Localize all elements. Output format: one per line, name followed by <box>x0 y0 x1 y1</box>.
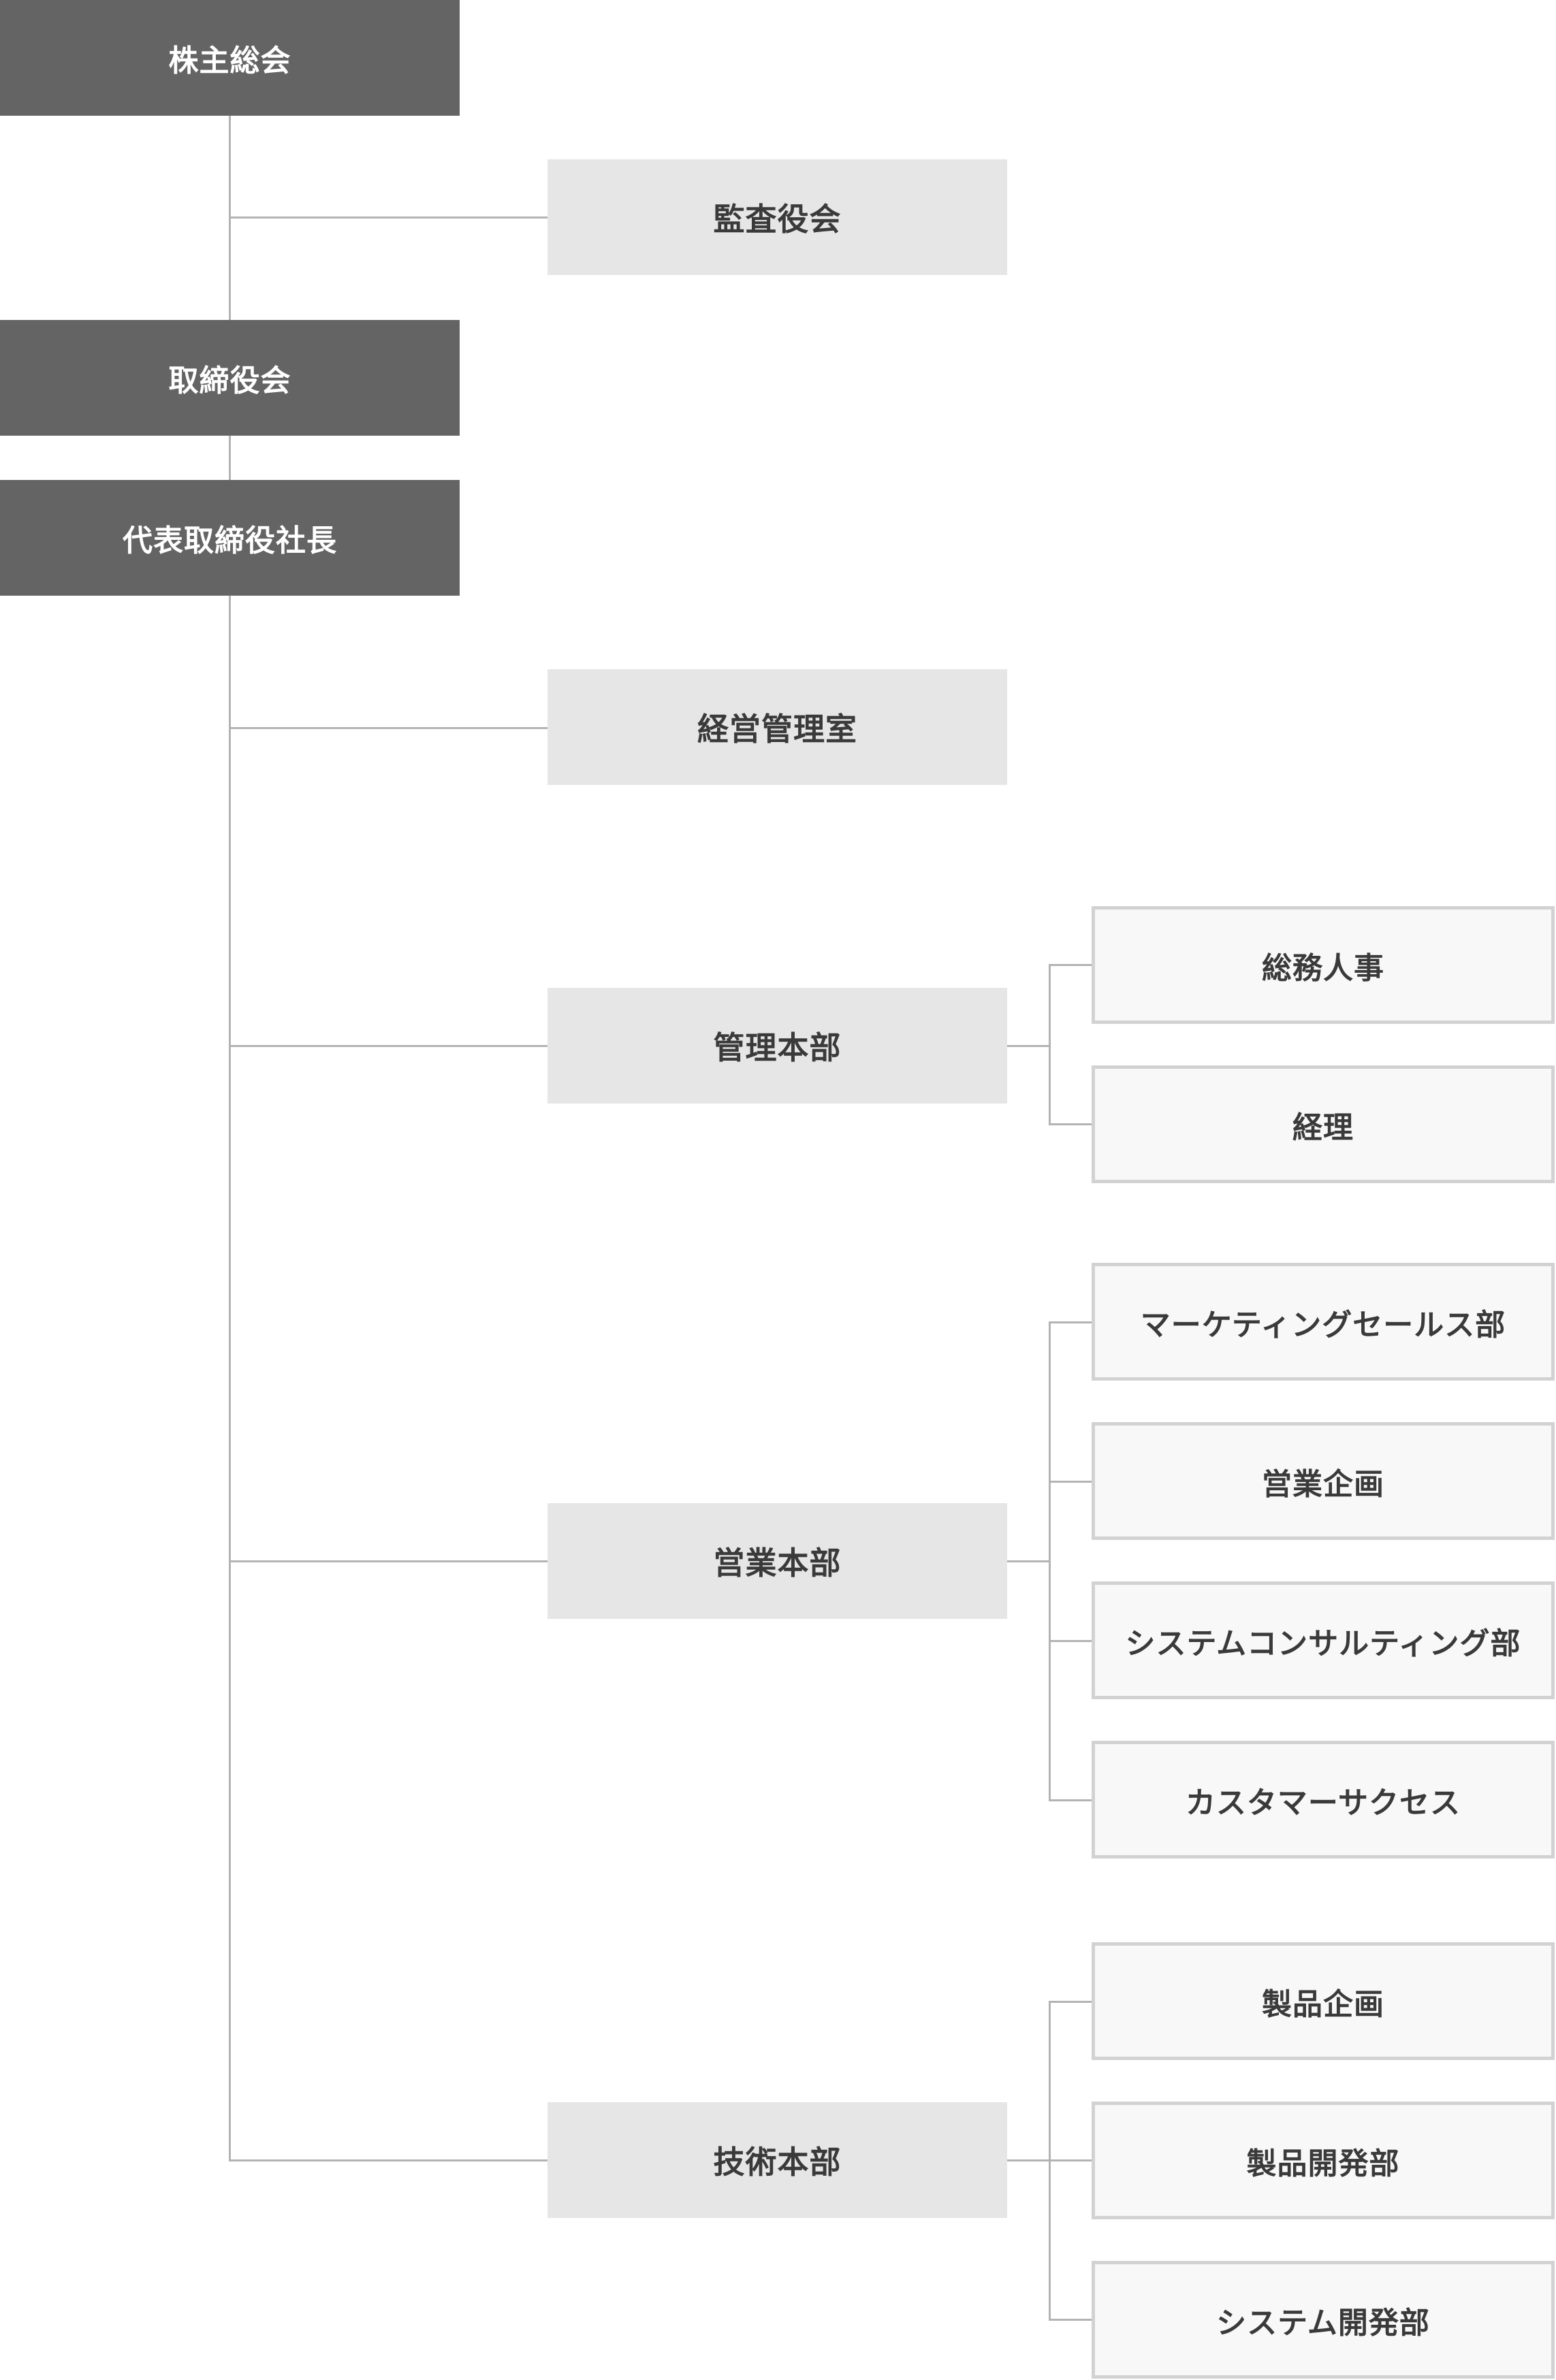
president-box: 代表取締役社長 <box>0 480 460 596</box>
connector-line <box>229 596 231 2161</box>
division-administration: 管理本部 <box>547 988 1007 1104</box>
connector-line <box>1049 1799 1092 1801</box>
division-technology: 技術本部 <box>547 2102 1007 2218</box>
department-marketing-sales: マーケティングセールス部 <box>1092 1263 1555 1381</box>
audit-board-box: 監査役会 <box>547 159 1007 275</box>
department-customer-success: カスタマーサクセス <box>1092 1741 1555 1859</box>
connector-line <box>229 727 547 729</box>
connector-line <box>1049 1321 1092 1323</box>
department-general-affairs-hr: 総務人事 <box>1092 906 1555 1024</box>
connector-line <box>1049 1481 1092 1483</box>
division-management-office: 経営管理室 <box>547 669 1007 785</box>
connector-line <box>1049 2319 1092 2321</box>
department-accounting: 経理 <box>1092 1065 1555 1183</box>
department-product-development: 製品開発部 <box>1092 2102 1555 2219</box>
connector-line <box>229 436 231 480</box>
connector-line <box>1049 2159 1092 2161</box>
connector-line <box>1049 1123 1092 1125</box>
connector-line <box>1049 964 1051 1125</box>
department-system-consulting: システムコンサルティング部 <box>1092 1581 1555 1699</box>
connector-line <box>1007 1560 1050 1562</box>
connector-line <box>229 1045 547 1047</box>
department-system-development: システム開発部 <box>1092 2261 1555 2379</box>
connector-line <box>229 2159 547 2161</box>
connector-line <box>1049 1321 1051 1801</box>
shareholders-meeting-box: 株主総会 <box>0 0 460 116</box>
board-of-directors-box: 取締役会 <box>0 320 460 436</box>
connector-line <box>1049 1640 1092 1642</box>
department-sales-planning: 営業企画 <box>1092 1422 1555 1540</box>
division-sales: 営業本部 <box>547 1503 1007 1619</box>
connector-line <box>1049 2001 1092 2003</box>
connector-line <box>229 1560 547 1562</box>
connector-line <box>1049 964 1092 966</box>
department-product-planning: 製品企画 <box>1092 1942 1555 2060</box>
connector-line <box>1007 1045 1050 1047</box>
connector-line <box>1007 2159 1050 2161</box>
connector-line <box>229 216 547 219</box>
